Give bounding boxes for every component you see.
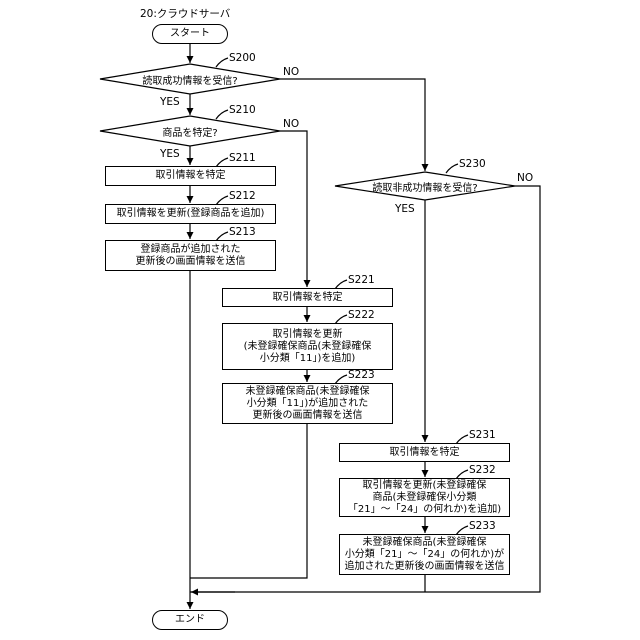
yes-label-s200: YES [160,96,180,108]
step-id-s212: S212 [229,190,256,202]
step-id-s231: S231 [469,429,496,441]
server-label: 20:クラウドサーバ [140,8,230,20]
process-s212: 取引情報を更新(登録商品を追加) [105,204,276,224]
decision-s200: 読取成功情報を受信? [100,64,280,94]
process-s211: 取引情報を特定 [105,166,276,186]
arrow-s200-no [280,79,425,171]
step-id-s233: S233 [469,520,496,532]
step-id-s200: S200 [229,52,256,64]
process-s213: 登録商品が追加された 更新後の画面情報を送信 [105,240,276,271]
step-id-s221: S221 [348,274,375,286]
step-id-s223: S223 [348,369,375,381]
decision-s210: 商品を特定? [100,116,280,146]
no-label-s210: NO [283,118,299,130]
step-id-s230: S230 [459,158,486,170]
decision-s230: 読取非成功情報を受信? [335,172,515,200]
process-s222: 取引情報を更新 (未登録確保商品(未登録確保 小分類「11」)を追加) [222,323,393,370]
step-id-s211: S211 [229,152,256,164]
process-s223: 未登録確保商品(未登録確保 小分類「11」)が追加された 更新後の画面情報を送信 [222,383,393,424]
step-id-s222: S222 [348,309,375,321]
step-id-s210: S210 [229,104,256,116]
process-s232: 取引情報を更新(未登録確保 商品(未登録確保小分類 「21」〜「24」の何れか)… [339,478,510,517]
step-id-s213: S213 [229,226,256,238]
arrow-s210-no [280,131,307,287]
start-terminal: スタート [152,24,228,44]
process-s221: 取引情報を特定 [222,288,393,307]
step-id-s232: S232 [469,464,496,476]
yes-label-s210: YES [160,148,180,160]
process-s231: 取引情報を特定 [339,443,510,462]
yes-label-s230: YES [395,203,415,215]
process-s233: 未登録確保商品(未登録確保 小分類「21」〜「24」の何れか)が 追加された更新… [339,534,510,575]
line-s223-merge [190,424,307,578]
end-terminal: エンド [152,610,228,630]
no-label-s230: NO [517,172,533,184]
no-label-s200: NO [283,66,299,78]
